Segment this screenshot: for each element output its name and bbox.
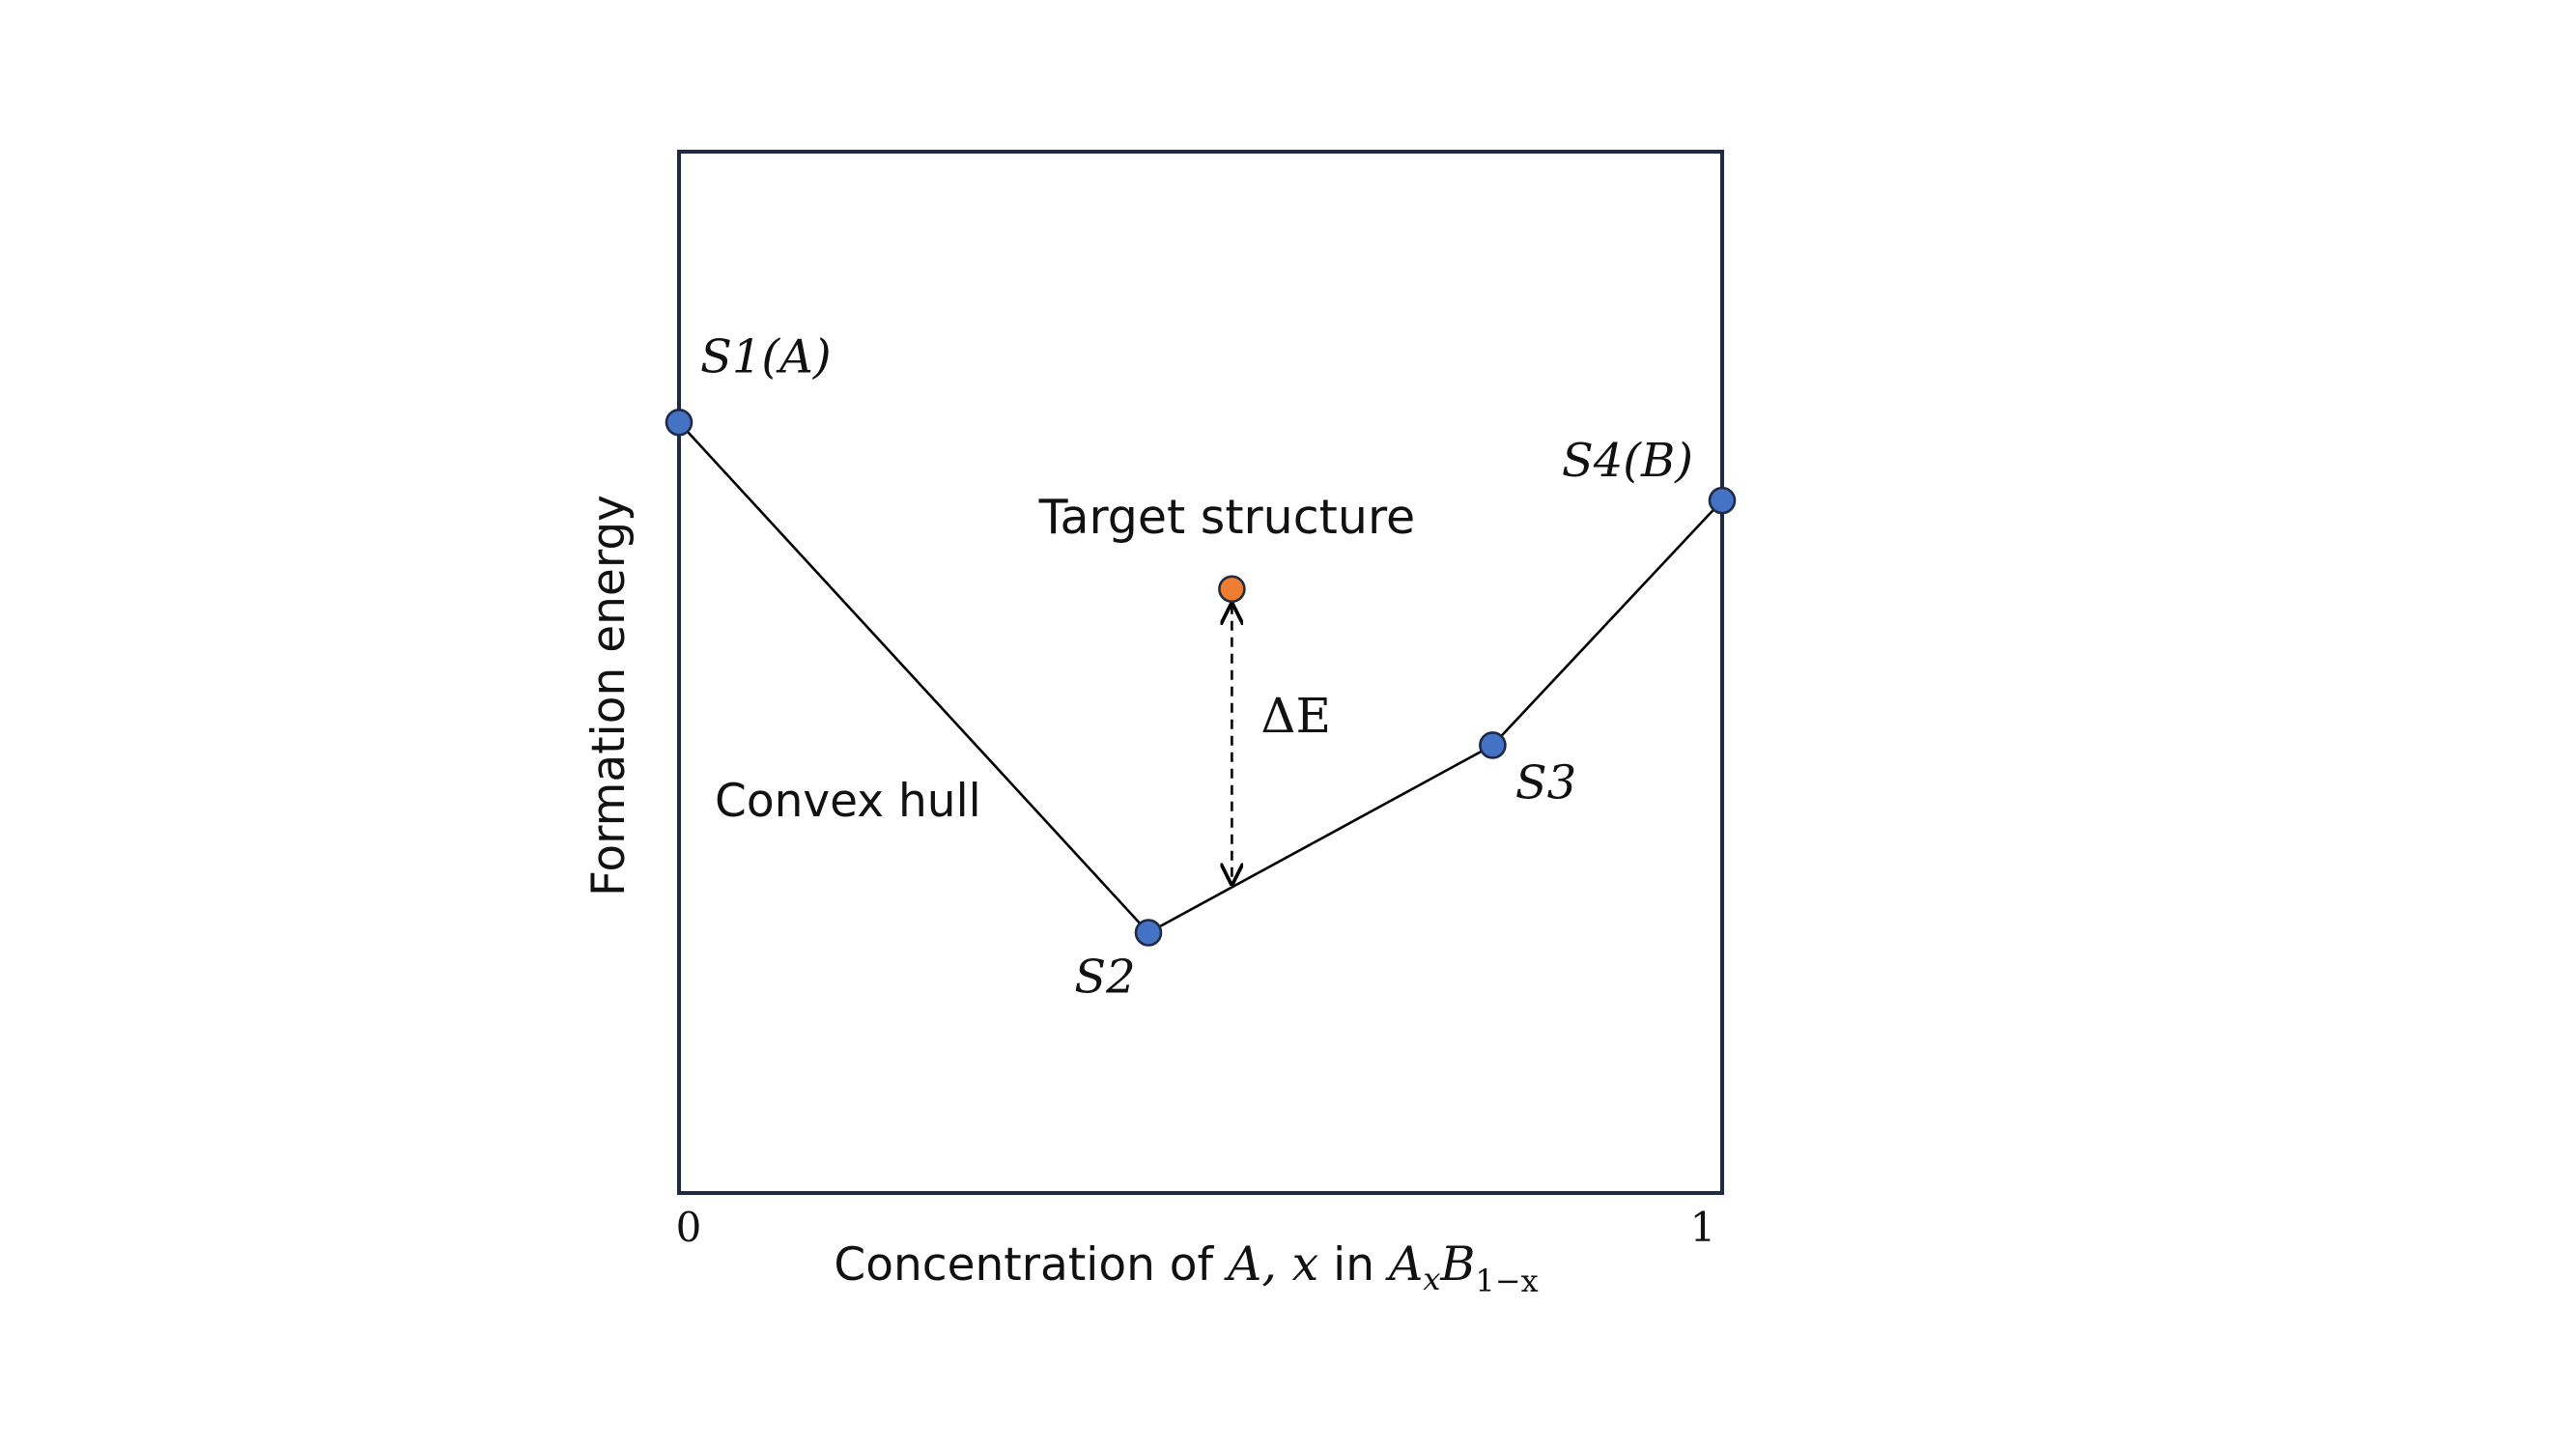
hull-point-label-2: S2 xyxy=(1074,951,1135,1005)
plot-frame xyxy=(677,150,1724,1195)
target-structure-point xyxy=(1218,575,1246,604)
x-axis-label: Concentration of A, x in AxB1−x xyxy=(834,1236,1538,1299)
hull-point-3 xyxy=(1479,731,1507,759)
hull-point-1 xyxy=(665,408,694,437)
y-axis-label: Formation energy xyxy=(582,495,636,896)
target-structure-label: Target structure xyxy=(1038,490,1416,545)
hull-point-label-4: S4(B) xyxy=(1562,434,1693,488)
convex-hull-line xyxy=(678,421,1723,935)
hull-point-labels: S1(A) S2 S3 S4(B) xyxy=(700,329,1693,1004)
hull-point-label-3: S3 xyxy=(1515,755,1576,810)
hull-point-2 xyxy=(1134,919,1163,947)
x-tick-label-1: 1 xyxy=(1690,1204,1716,1251)
convex-hull-label: Convex hull xyxy=(715,775,981,828)
hull-points xyxy=(665,408,1737,947)
delta-e-label: ΔE xyxy=(1260,688,1331,744)
x-tick-label-0: 0 xyxy=(676,1204,702,1251)
hull-point-label-1: S1(A) xyxy=(700,329,832,384)
hull-point-4 xyxy=(1708,486,1737,515)
